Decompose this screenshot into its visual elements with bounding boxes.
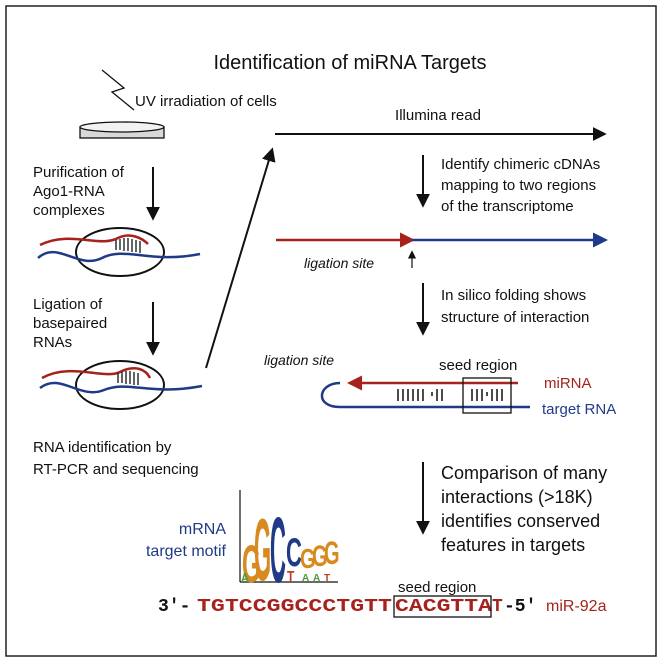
- sequence-seed-box: [393, 595, 492, 618]
- mir92a-sequence: 3′- TGTCCGGCCCTGTT CACGTTA T -5′: [158, 597, 536, 617]
- comparison-line-1: Comparison of many: [441, 463, 607, 483]
- arrow-diagonal: [205, 147, 276, 369]
- ligated-rna-complex-2: [39, 360, 203, 410]
- ligation-site-label-1: ligation site: [304, 255, 374, 271]
- mir92a-label: miR-92a: [546, 598, 607, 615]
- folding-line-1: In silico folding shows: [441, 287, 586, 304]
- mirna-label: miRNA: [544, 375, 592, 392]
- uv-lightning-icon: [101, 69, 135, 111]
- motif-label-line-2: target motif: [146, 543, 227, 560]
- chimeric-line-2: mapping to two regions: [441, 177, 596, 194]
- identification-line-2: RT-PCR and sequencing: [33, 461, 199, 478]
- folded-target-strand: [320, 381, 530, 409]
- folding-line-2: structure of interaction: [441, 309, 589, 326]
- comparison-line-4: features in targets: [441, 535, 585, 555]
- logo-small-letter-5: T: [324, 573, 330, 584]
- purification-line-3: complexes: [33, 202, 105, 219]
- motif-label-line-1: mRNA: [179, 521, 226, 538]
- logo-letter-5: G: [300, 544, 316, 575]
- sequence-logo: G G C C G G G A T A A T: [239, 490, 340, 603]
- logo-letter-1: G: [242, 534, 261, 593]
- target-rna-label: target RNA: [542, 401, 616, 418]
- illumina-label: Illumina read: [395, 107, 481, 124]
- seed-region-box: [462, 377, 512, 414]
- logo-small-letter-4: A: [313, 573, 320, 584]
- figure-title: Identification of miRNA Targets: [213, 52, 486, 74]
- logo-small-letter-3: A: [302, 573, 309, 584]
- purification-line-2: Ago1-RNA: [33, 183, 105, 200]
- logo-letter-3: C: [270, 499, 286, 602]
- sequence-prefix: 3′-: [158, 597, 190, 617]
- basepair-ticks: [397, 389, 503, 401]
- seed-region-label-2: seed region: [398, 579, 476, 596]
- chimeric-line-3: of the transcriptome: [441, 198, 574, 215]
- outer-frame: [5, 5, 657, 657]
- ago1-rna-complex-1: [37, 227, 201, 277]
- sequence-seed: CACGTTA: [395, 597, 492, 617]
- chimeric-line-1: Identify chimeric cDNAs: [441, 156, 600, 173]
- comparison-line-2: interactions (>18K): [441, 487, 593, 507]
- purification-line-1: Purification of: [33, 164, 125, 181]
- ligation-line-1: Ligation of: [33, 296, 103, 313]
- logo-letter-6: G: [312, 540, 328, 573]
- logo-letter-7: G: [324, 535, 340, 571]
- ligation-line-3: RNAs: [33, 334, 72, 351]
- sequence-suffix: -5′: [504, 597, 536, 617]
- ligation-line-2: basepaired: [33, 315, 107, 332]
- sequence-after-seed: T: [492, 597, 503, 617]
- identification-line-1: RNA identification by: [33, 439, 172, 456]
- uv-label: UV irradiation of cells: [135, 93, 277, 110]
- logo-letter-2: G: [254, 500, 271, 599]
- seed-region-label-1: seed region: [439, 357, 517, 374]
- comparison-line-3: identifies conserved: [441, 511, 600, 531]
- logo-small-letter-2: T: [287, 567, 295, 585]
- petri-dish-icon: [79, 121, 165, 139]
- sequence-before-seed: TGTCCGGCCCTGTT: [197, 597, 392, 617]
- logo-small-letter-1: A: [241, 570, 249, 585]
- logo-letter-4: C: [286, 530, 302, 575]
- ligation-site-label-2: ligation site: [264, 352, 334, 368]
